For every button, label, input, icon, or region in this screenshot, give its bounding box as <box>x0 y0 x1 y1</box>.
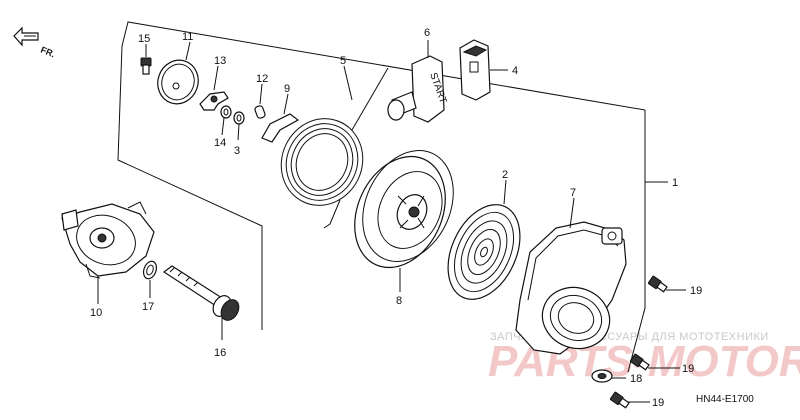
part-8-reel <box>354 150 454 292</box>
part-9-guide <box>261 93 300 143</box>
part-15-bolt <box>140 44 152 75</box>
label-part-16: 16 <box>214 347 226 359</box>
part-6-starter-grip: START <box>387 40 448 123</box>
label-part-12: 12 <box>256 73 268 85</box>
part-13-ratchet <box>199 65 229 111</box>
label-part-1: 1 <box>672 177 678 189</box>
label-part-19-upper: 19 <box>690 285 702 297</box>
label-part-3: 3 <box>234 145 240 157</box>
label-part-10: 10 <box>90 307 102 319</box>
callout-labels: 1 2 3 4 5 6 7 8 9 10 11 12 13 14 15 16 1… <box>90 27 702 409</box>
part-5-starter-rope <box>280 65 389 229</box>
label-part-15: 15 <box>138 33 150 45</box>
part-2-recoil-spring <box>447 179 521 300</box>
front-direction-label: FR. <box>39 45 56 60</box>
part-14-washer <box>220 105 232 136</box>
part-18-clamp <box>591 369 626 383</box>
label-part-9: 9 <box>284 83 290 95</box>
part-7-starter-case <box>515 197 627 355</box>
label-part-19-middle: 19 <box>682 363 694 375</box>
part-3-spring <box>233 111 245 141</box>
front-direction-arrow: FR. <box>13 26 56 60</box>
part-19-bolt-upper <box>647 275 686 293</box>
part-10-starter-pulley <box>61 201 155 304</box>
label-part-5: 5 <box>340 55 346 67</box>
part-12-pin <box>254 83 266 119</box>
part-11-plate <box>157 41 199 105</box>
label-part-4: 4 <box>512 65 518 77</box>
part-4-grip-insert <box>459 39 508 101</box>
label-part-14: 14 <box>214 137 226 149</box>
label-part-11: 11 <box>182 31 193 43</box>
assembly-outline <box>117 21 668 373</box>
diagram-code: HN44-E1700 <box>696 394 754 405</box>
label-part-6: 6 <box>424 27 430 39</box>
label-part-18: 18 <box>630 373 642 385</box>
part-16-flange-bolt <box>162 265 240 340</box>
label-part-17: 17 <box>142 301 154 313</box>
label-part-7: 7 <box>570 187 576 199</box>
label-part-19-lower: 19 <box>652 397 664 409</box>
label-part-8: 8 <box>396 295 402 307</box>
label-part-2: 2 <box>502 169 508 181</box>
part-19-bolt-lower <box>609 391 650 409</box>
label-part-13: 13 <box>214 55 226 67</box>
part-19-bolt-middle <box>629 353 680 371</box>
part-17-o-ring <box>142 260 158 298</box>
